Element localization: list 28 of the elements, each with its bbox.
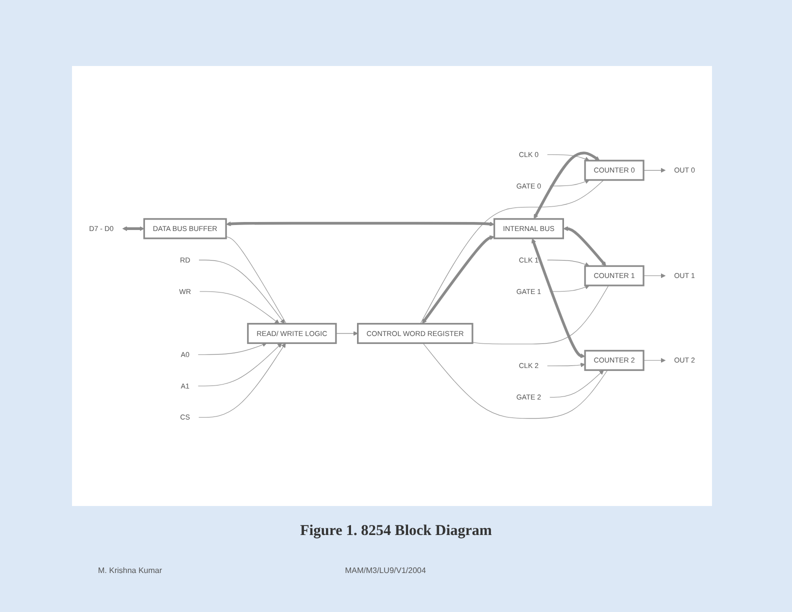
connector — [420, 180, 604, 324]
connector — [226, 236, 287, 324]
arrow — [198, 342, 267, 355]
arrow — [198, 342, 282, 386]
arrow — [199, 291, 280, 324]
arrow — [532, 238, 586, 358]
footer-text: M. Krishna Kumar — [98, 566, 162, 575]
footer-text: MAM/M3/LU9/V1/2004 — [345, 566, 426, 575]
arrow — [422, 235, 495, 324]
arrow — [547, 154, 590, 162]
arrow — [198, 342, 286, 418]
arrow — [547, 260, 590, 267]
connector — [422, 342, 608, 419]
arrow — [122, 226, 144, 232]
arrow — [336, 331, 358, 336]
arrow — [550, 284, 590, 292]
arrow — [226, 221, 495, 226]
arrow — [198, 260, 285, 324]
arrow — [643, 168, 666, 173]
arrow — [547, 362, 586, 368]
arrow — [643, 358, 666, 363]
arrow — [563, 226, 606, 266]
arrow — [534, 152, 600, 219]
arrow — [550, 370, 604, 398]
arrow — [643, 273, 666, 278]
arrow — [550, 179, 590, 186]
figure-caption: Figure 1. 8254 Block Diagram — [300, 523, 492, 539]
connector — [472, 285, 609, 344]
